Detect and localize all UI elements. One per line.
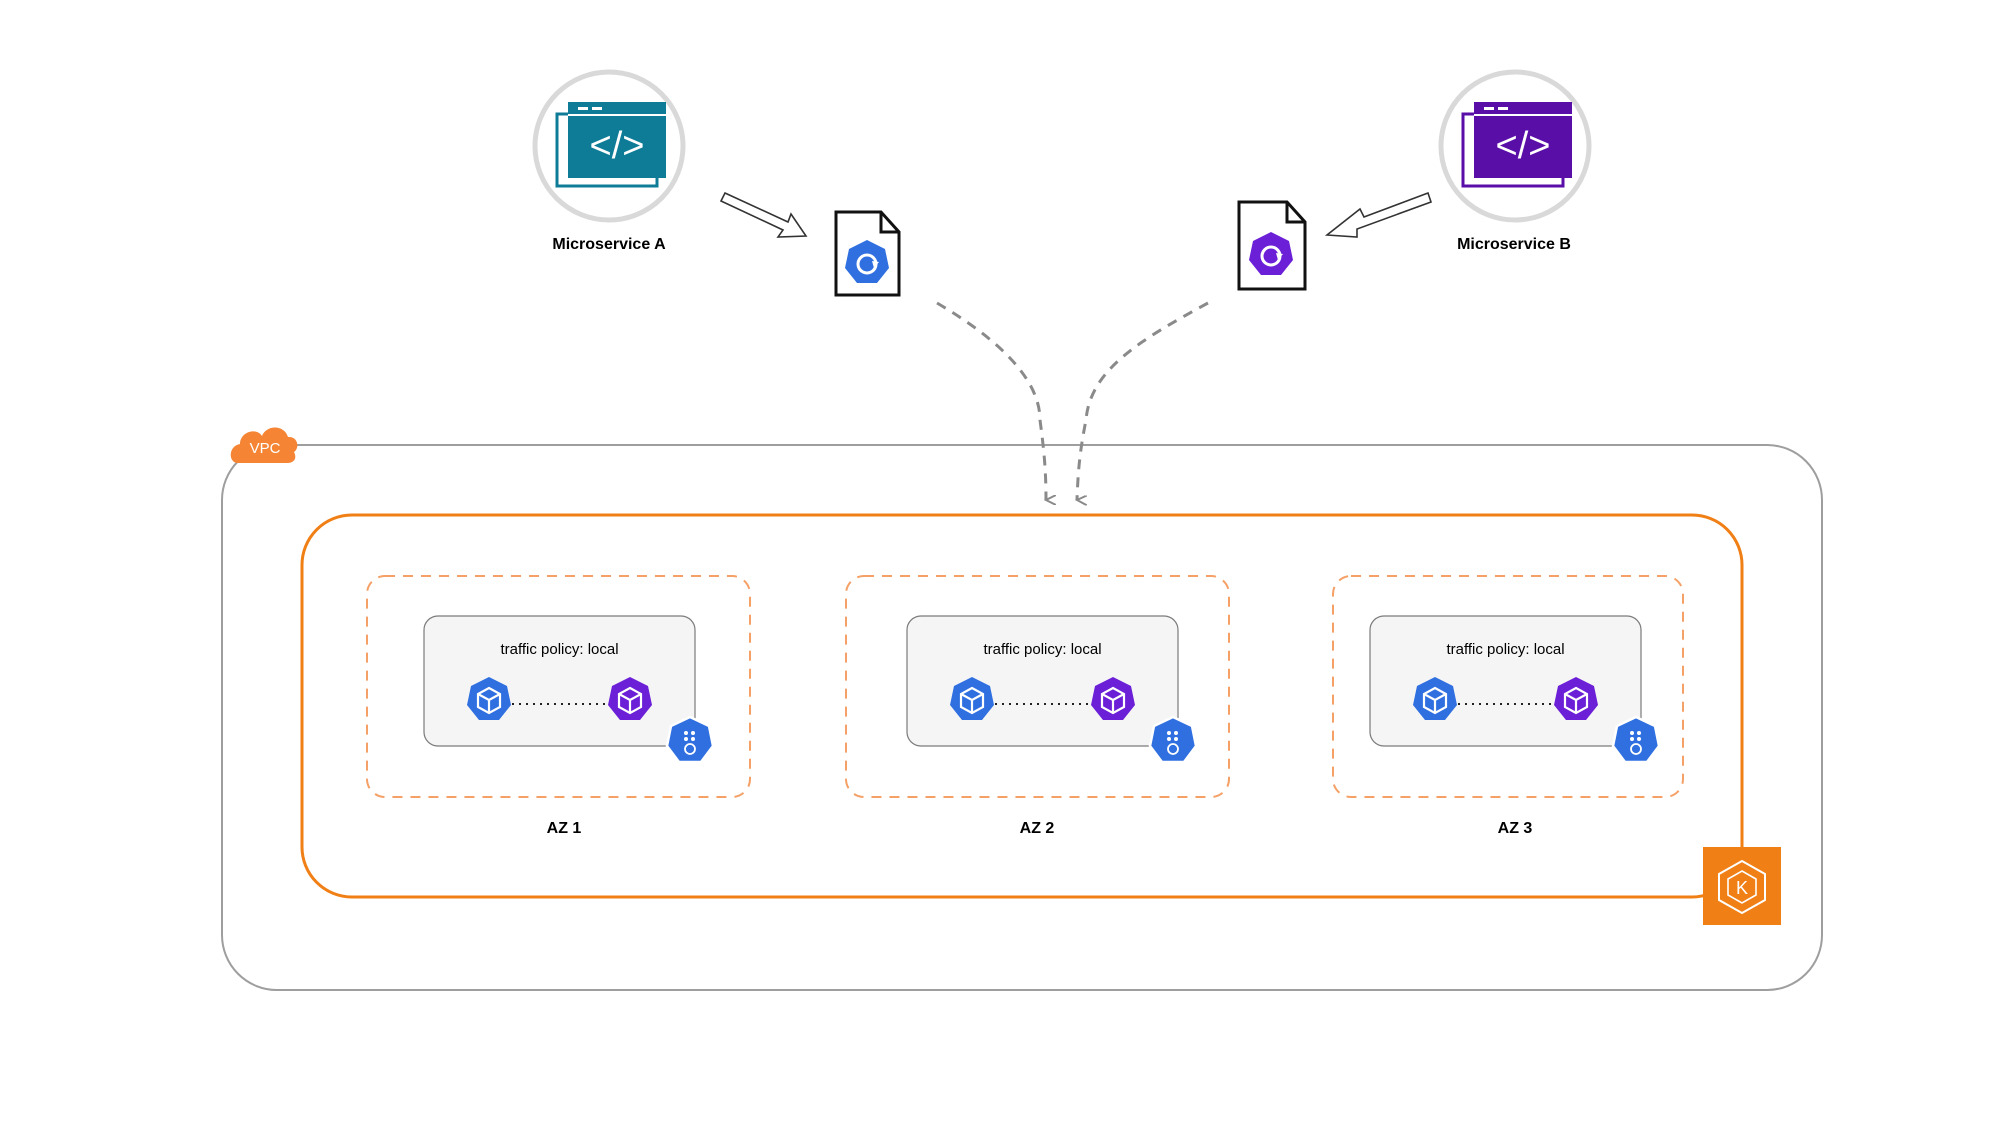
node-box [906,615,1179,747]
policy-document-b-icon [1237,200,1307,291]
az-boundary [1332,575,1684,798]
dashed-arrow-b [1077,301,1209,500]
kubernetes-node-icon [1611,715,1661,764]
pod-icon-purple [1091,677,1135,720]
microservice-b-label: Microservice B [1457,236,1571,253]
node-box [423,615,696,747]
svg-text:</>: </> [590,125,645,167]
svg-text:K: K [1736,878,1748,898]
traffic-policy-label: traffic policy: local [1446,641,1565,658]
az-label: AZ 2 [1019,820,1055,837]
microservice-b-icon: </> [1438,69,1592,223]
policy-document-a-icon [834,210,901,297]
vpc-boundary [221,444,1823,991]
svg-text:</>: </> [1496,125,1551,167]
pod-icon-blue [1413,677,1457,720]
az-label: AZ 3 [1497,820,1533,837]
eks-icon: K [1703,847,1781,925]
pod-icon-purple [608,677,652,720]
kubernetes-node-icon [1148,715,1198,764]
pod-icon-purple [1554,677,1598,720]
microservice-a-icon: </> [532,69,686,223]
vpc-label: VPC [249,440,281,457]
vpc-cloud-icon [230,427,298,463]
traffic-policy-label: traffic policy: local [983,641,1102,658]
pod-icon-blue [950,677,994,720]
arrow-b-to-policy [1324,191,1433,238]
traffic-policy-label: traffic policy: local [500,641,619,658]
az-label: AZ 1 [546,820,582,837]
arrow-a-to-policy [719,191,808,238]
az-boundary [845,575,1230,798]
microservice-a-label: Microservice A [552,236,666,253]
dashed-arrow-a [936,301,1046,500]
cluster-boundary [300,513,1744,899]
node-box [1369,615,1642,747]
pod-icon-blue [467,677,511,720]
kubernetes-node-icon [665,715,715,764]
az-boundary [366,575,751,798]
